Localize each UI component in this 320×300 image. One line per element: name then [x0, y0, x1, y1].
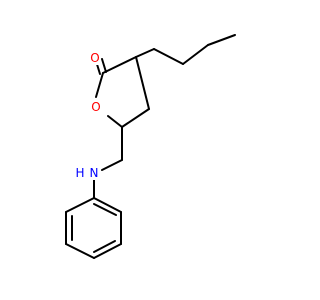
- ring-oxygen-label-group: O: [89, 100, 103, 114]
- butyl-chain: [135, 34, 236, 65]
- phenyl-ring: [65, 197, 122, 259]
- molecule-structure: O O N H: [65, 34, 236, 259]
- carbonyl-oxygen-label-group: O: [89, 51, 101, 65]
- amine-nitrogen-label: N: [90, 166, 99, 180]
- bond-butyl-3: [182, 44, 209, 65]
- phenyl-bond-1: [93, 197, 122, 213]
- bond-butyl-2: [153, 48, 184, 65]
- amine-hydrogen-label: H: [75, 166, 84, 180]
- bond-c3-c4: [121, 108, 150, 128]
- phenyl-inner-bond-2: [93, 240, 116, 253]
- amine-nitrogen-label-group: N H: [75, 166, 101, 180]
- carbonyl-oxygen-label: O: [90, 51, 99, 65]
- bond-ring-oxygen-c1: [95, 72, 104, 98]
- bond-ch2-to-n: [101, 159, 123, 171]
- lactone-ring: [95, 56, 150, 128]
- carbonyl-bond-inner: [101, 58, 107, 73]
- bond-c4-ring-oxygen: [107, 115, 123, 128]
- phenyl-inner-bond-1: [93, 203, 117, 216]
- phenyl-bond-6: [65, 197, 95, 213]
- phenyl-bond-3: [93, 243, 122, 259]
- phenyl-bond-4: [65, 243, 95, 259]
- bond-butyl-4: [207, 34, 236, 46]
- bond-c1-c2: [102, 56, 137, 74]
- aminomethyl-linker: [93, 126, 123, 199]
- ring-oxygen-label: O: [91, 100, 100, 114]
- bond-c2-c3: [135, 56, 150, 110]
- bond-butyl-1: [135, 48, 155, 58]
